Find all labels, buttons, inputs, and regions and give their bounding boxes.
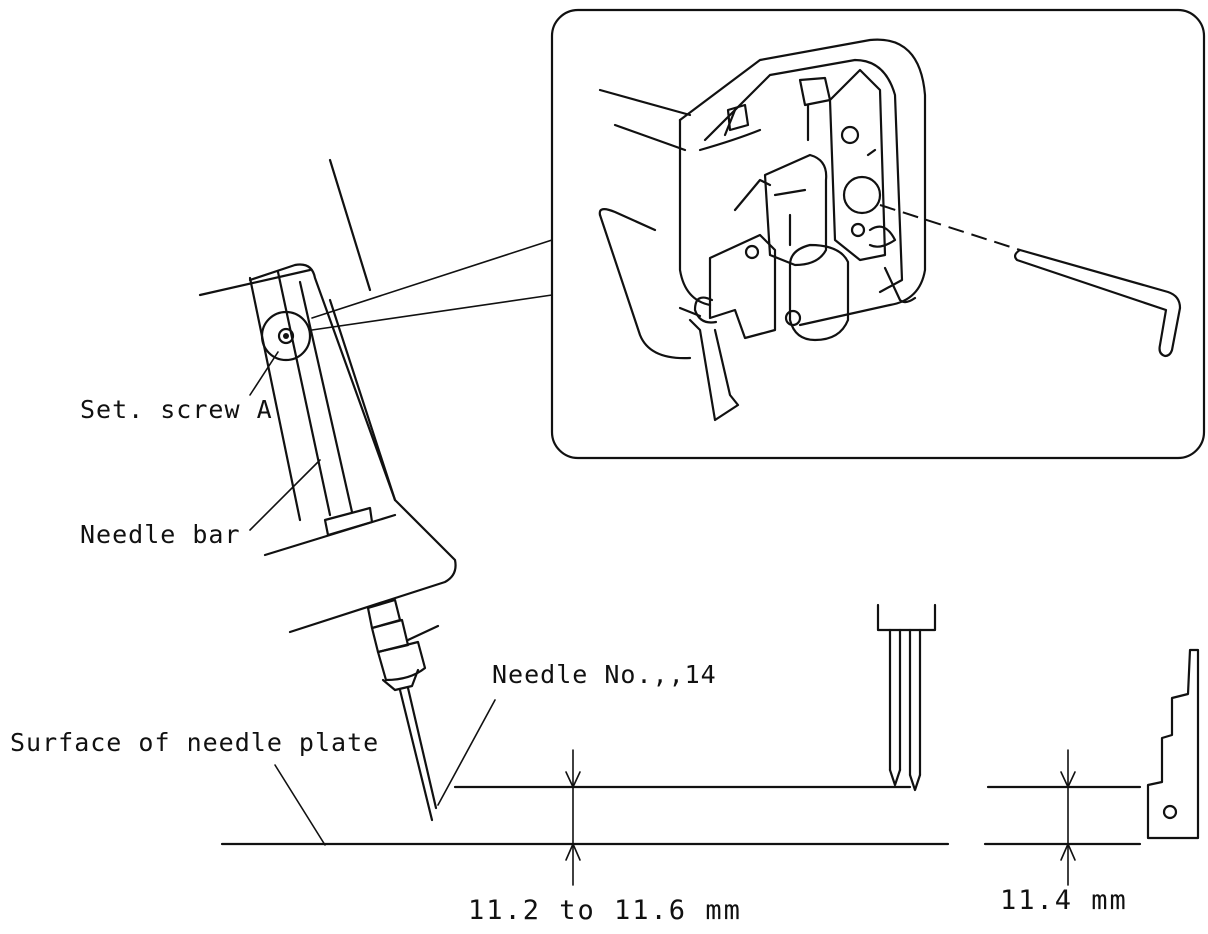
leader-lines [249, 351, 496, 846]
needle-icon [366, 598, 440, 822]
needle-plate-surface-label: Surface of needle plate [10, 728, 380, 757]
measurement-lines [220, 785, 1142, 846]
needle-bar-label: Needle bar [80, 520, 241, 549]
double-needle-holder [876, 603, 937, 792]
hex-wrench-icon [1013, 248, 1182, 358]
dimension-arrows-right [1060, 749, 1076, 886]
dimension-range-label: 11.2 to 11.6 mm [468, 895, 742, 926]
gauge-plate [1146, 648, 1200, 840]
screw-icon [260, 310, 312, 362]
dimension-fixed-label: 11.4 mm [1000, 885, 1128, 916]
callout-lines [311, 239, 553, 331]
dimension-arrows-left [565, 749, 581, 886]
detail-inset [550, 8, 1206, 460]
needle-label: Needle No.,,14 [492, 660, 717, 689]
set-screw-label: Set. screw A [80, 395, 273, 424]
